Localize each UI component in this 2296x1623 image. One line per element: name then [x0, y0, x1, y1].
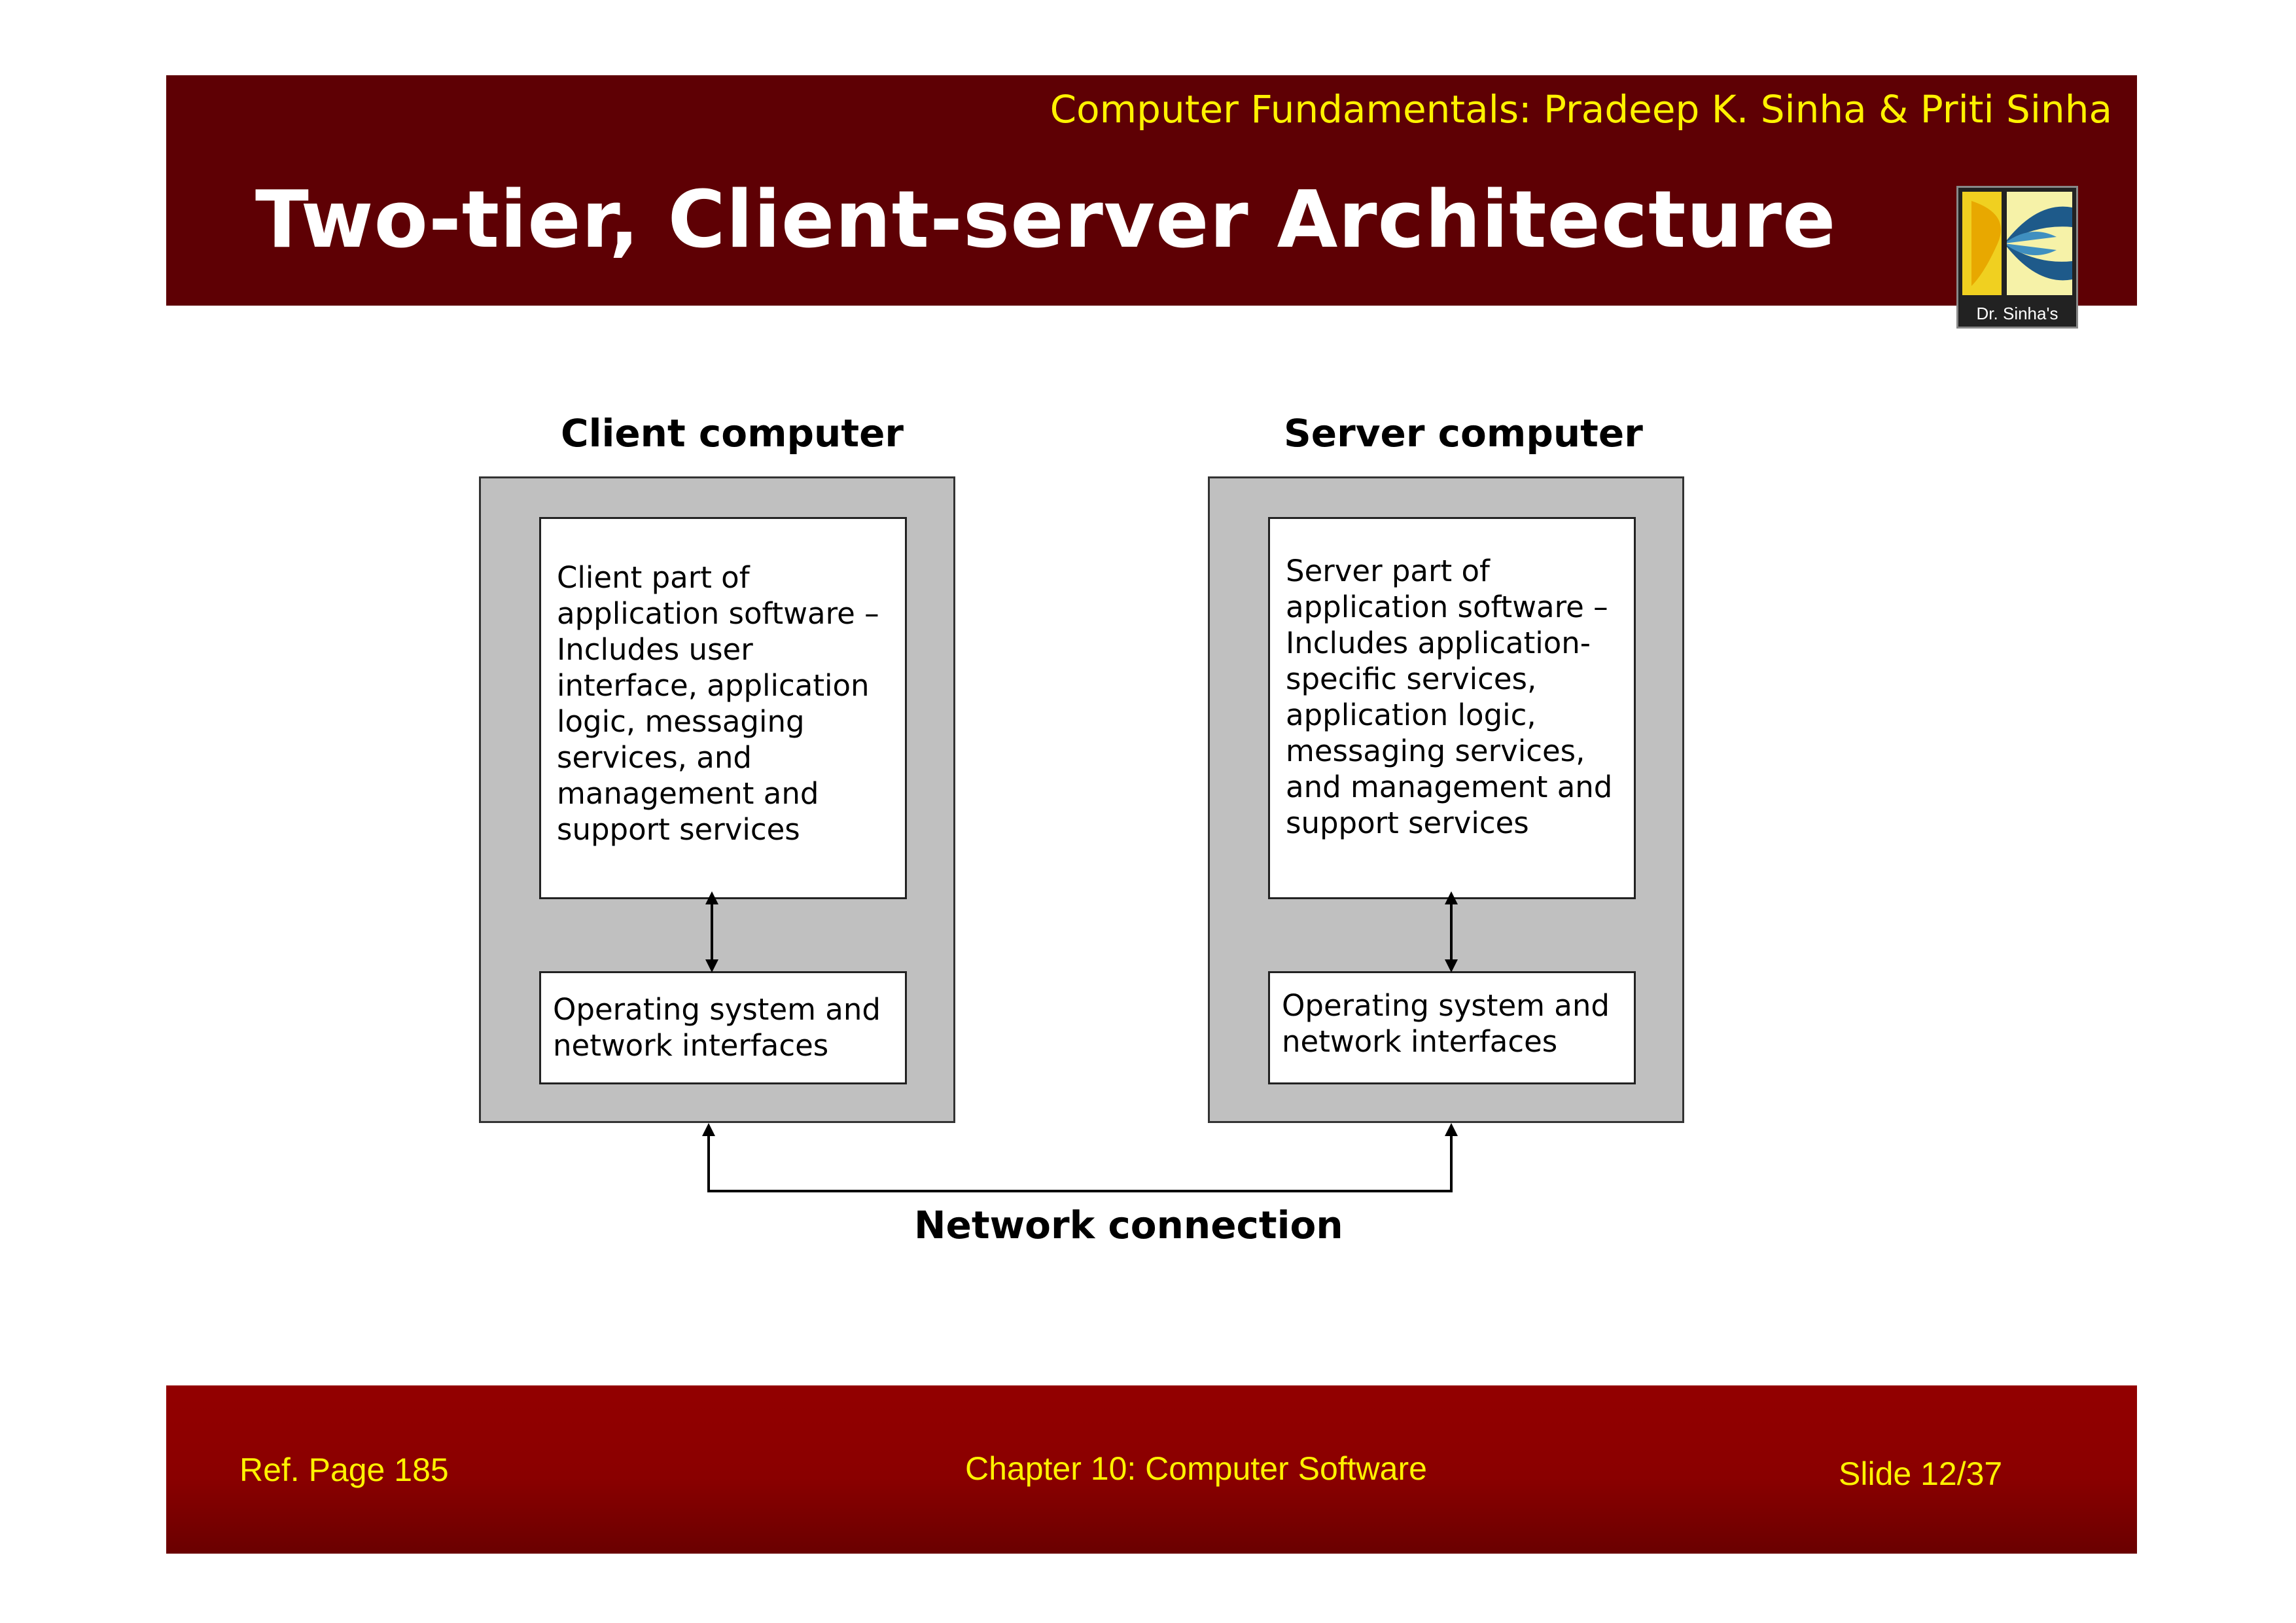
slide-title: Two-tier, Client-server Architecture: [255, 175, 1837, 266]
slide-header: Computer Fundamentals: Pradeep K. Sinha …: [166, 75, 2137, 306]
footer-chapter: Chapter 10: Computer Software: [965, 1450, 1427, 1487]
server-os-text: Operating system and network interfaces: [1282, 988, 1610, 1059]
client-app-software-text: Client part of application software – In…: [557, 560, 879, 847]
server-app-software-text: Server part of application software – In…: [1286, 554, 1613, 840]
server-computer-heading: Server computer: [1284, 411, 1643, 455]
server-os-box: Operating system and network interfaces: [1268, 971, 1636, 1084]
footer-slide-number: Slide 12/37: [1839, 1455, 2003, 1492]
client-computer-heading: Client computer: [561, 411, 904, 455]
client-os-text: Operating system and network interfaces: [553, 992, 881, 1063]
book-credit: Computer Fundamentals: Pradeep K. Sinha …: [1050, 87, 2112, 132]
slide-footer: Ref. Page 185 Chapter 10: Computer Softw…: [166, 1385, 2137, 1554]
client-app-software-box: Client part of application software – In…: [539, 517, 907, 899]
client-os-box: Operating system and network interfaces: [539, 971, 907, 1084]
network-connection-label: Network connection: [914, 1203, 1343, 1247]
logo-caption: Dr. Sinha's: [1976, 304, 2058, 323]
dr-sinhas-logo: Dr. Sinha's: [1956, 186, 2078, 329]
footer-ref-page: Ref. Page 185: [239, 1452, 449, 1488]
logo-graphic-icon: [1962, 192, 2072, 295]
network-connection-line: [702, 1123, 1458, 1192]
client-computer-box: Client part of application software – In…: [479, 476, 955, 1123]
